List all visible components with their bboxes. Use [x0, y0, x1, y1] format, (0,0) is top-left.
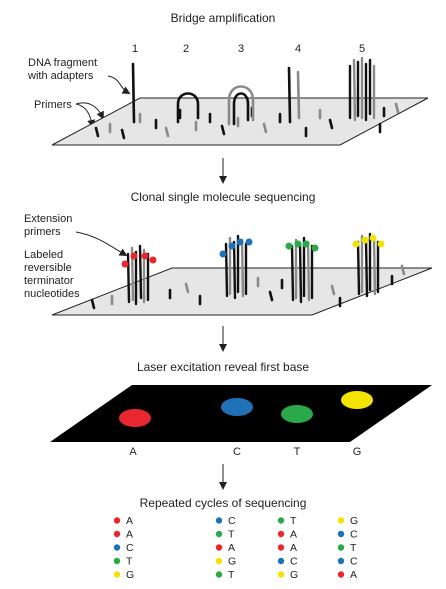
base-label-c: C: [233, 446, 241, 458]
cycle-dot-1-3: [215, 557, 223, 565]
cycle-base-0-0: A: [126, 515, 133, 527]
cycle-base-3-1: C: [350, 529, 358, 541]
cycle-base-3-3: C: [350, 556, 358, 568]
cycle-dot-2-2: [277, 544, 285, 551]
cycle-base-2-0: T: [290, 515, 297, 527]
laser-title: Laser excitation reveal first base: [137, 360, 309, 374]
cycle-dot-2-3: [277, 557, 285, 565]
cycle-dot-2-4: [277, 571, 285, 578]
cycle-base-3-0: G: [350, 515, 358, 527]
cycle-base-3-2: T: [350, 542, 357, 554]
bridge-title: Bridge amplification: [171, 11, 276, 25]
cycle-base-2-4: G: [290, 569, 298, 581]
cycle-dot-1-0: [215, 517, 223, 524]
cycle-base-1-4: T: [228, 569, 235, 581]
base-label-g: G: [353, 446, 362, 458]
strand-step-4-b: [296, 70, 301, 120]
step-number-1: 1: [132, 43, 138, 55]
cluster-3: [290, 236, 314, 304]
cluster-4: [356, 232, 380, 298]
base-label-a: A: [129, 446, 137, 458]
spot-g: [341, 391, 373, 409]
cluster-2: [224, 234, 248, 300]
step-number-4: 4: [295, 43, 301, 55]
cycle-dot-2-1: [277, 530, 285, 538]
cycle-base-2-1: A: [290, 529, 297, 541]
step-number-3: 3: [238, 43, 244, 55]
cycle-dot-0-2: [113, 544, 121, 551]
label-terminator-3: terminator: [24, 275, 74, 287]
cycle-dot-3-0: [337, 517, 345, 524]
cycle-dot-3-3: [337, 557, 345, 565]
cycle-base-1-3: G: [228, 556, 236, 568]
cycle-base-0-3: T: [126, 556, 133, 568]
cycle-dot-3-2: [337, 544, 345, 551]
cycles-title: Repeated cycles of sequencing: [140, 496, 307, 510]
nucleotide-dots: [121, 234, 385, 268]
strand-step-1: [131, 62, 136, 124]
pointer-primers-a: [75, 103, 96, 128]
cycle-dot-1-4: [215, 571, 223, 578]
cycle-base-0-1: A: [126, 529, 133, 541]
label-terminator-2: reversible: [24, 262, 72, 274]
cycle-base-3-4: A: [350, 569, 357, 581]
label-dna-fragment-2: with adapters: [27, 70, 94, 82]
cycle-base-1-2: A: [228, 542, 235, 554]
step-number-2: 2: [183, 43, 189, 55]
cycle-base-2-2: A: [290, 542, 297, 554]
label-terminator-4: nucleotides: [24, 288, 80, 300]
flow-cell-plate-1: [51, 97, 429, 146]
cycle-dot-0-3: [113, 557, 121, 565]
label-extension-1: Extension: [24, 213, 72, 225]
cycle-dot-3-1: [337, 530, 345, 538]
strand-step-3-dark: [232, 92, 250, 126]
base-label-t: T: [294, 446, 301, 458]
pointer-fragment: [107, 75, 131, 94]
primer-field-2: [90, 264, 406, 310]
cycle-dot-1-1: [215, 530, 223, 538]
strand-step-2: [176, 92, 200, 124]
bridge-strands: [131, 56, 376, 126]
cycle-dot-3-4: [337, 571, 345, 578]
pointer-primers-b: [75, 102, 104, 120]
cycle-dot-0-4: [113, 571, 121, 578]
cycle-base-0-2: C: [126, 542, 134, 554]
label-extension-2: primers: [24, 226, 61, 238]
strand-step-4-a: [287, 66, 292, 124]
spot-a: [119, 409, 151, 427]
strand-step-3-gray: [227, 85, 255, 126]
label-primers: Primers: [34, 99, 72, 111]
clonal-title: Clonal single molecule sequencing: [131, 190, 316, 204]
cycle-dot-0-0: [113, 517, 121, 524]
cycle-base-1-1: T: [228, 529, 235, 541]
spot-c: [221, 398, 253, 416]
step-number-5: 5: [359, 43, 365, 55]
label-terminator-1: Labeled: [24, 249, 63, 261]
cycle-base-2-3: C: [290, 556, 298, 568]
cycle-base-1-0: C: [228, 515, 236, 527]
cycle-base-0-4: G: [126, 569, 134, 581]
label-dna-fragment-1: DNA fragment: [28, 57, 97, 69]
cycle-dot-0-1: [113, 530, 121, 538]
cycle-dot-2-0: [277, 517, 285, 524]
pointer-extension: [75, 231, 128, 256]
spot-t: [281, 405, 313, 423]
cycle-dot-1-2: [215, 544, 223, 551]
